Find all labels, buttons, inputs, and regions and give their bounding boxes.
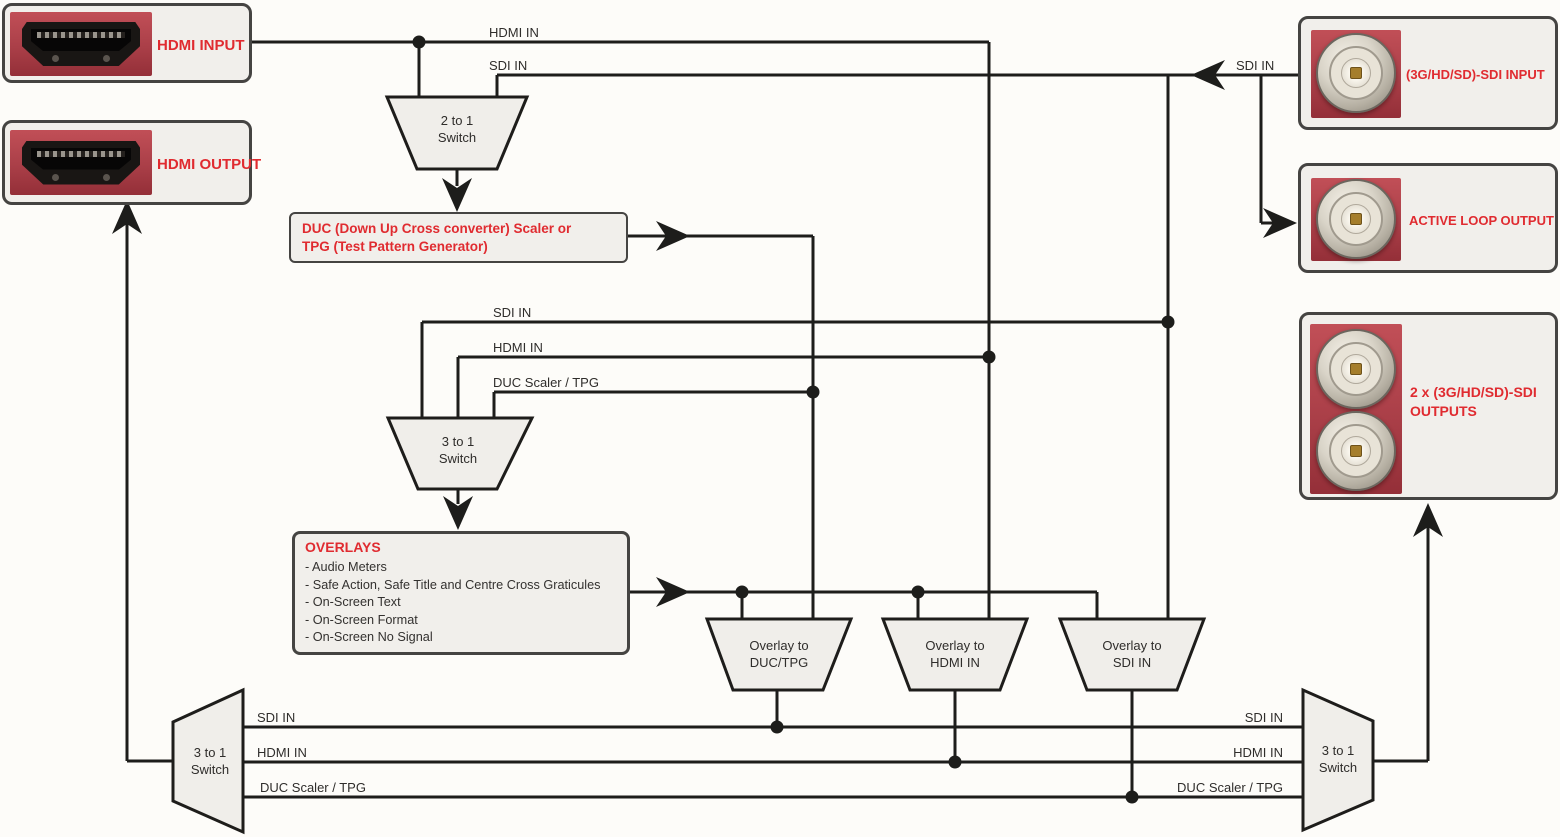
switch-3to1-right-shape xyxy=(1301,687,1375,833)
wire-label-right-sdi-in: SDI IN xyxy=(1236,58,1275,73)
overlays-item-list: - Audio Meters - Safe Action, Safe Title… xyxy=(305,559,600,647)
sdi-outputs-photo xyxy=(1310,324,1402,494)
duc-tpg-block: DUC (Down Up Cross converter) Scaler or … xyxy=(289,212,628,263)
wire-duc-output xyxy=(628,221,820,619)
arrowhead-overlay-out xyxy=(656,577,690,607)
sdi-outputs-label: 2 x (3G/HD/SD)-SDI OUTPUTS xyxy=(1410,384,1537,419)
wire-label-mid-sdi-in: SDI IN xyxy=(493,305,532,320)
bnc-connector-icon xyxy=(1316,329,1396,409)
arrowhead-into-active-loop xyxy=(1263,208,1297,238)
overlays-item: - On-Screen Format xyxy=(305,612,418,627)
active-loop-photo xyxy=(1311,178,1401,261)
wire-label-top-sdi-in: SDI IN xyxy=(489,58,528,73)
wire-overlay-bus xyxy=(630,577,1099,619)
hdmi-port-icon xyxy=(22,140,140,185)
bnc-connector-icon xyxy=(1316,411,1396,491)
sdi-outputs-panel: 2 x (3G/HD/SD)-SDI OUTPUTS xyxy=(1299,312,1558,500)
wire-label-mid-hdmi-in: HDMI IN xyxy=(493,340,543,355)
wire-to-sdi-outputs xyxy=(1373,503,1443,763)
wire-label-bottom-right-sdi-in: SDI IN xyxy=(1244,710,1283,725)
hdmi-output-panel: HDMI OUTPUT xyxy=(2,120,261,205)
hdmi-input-label: HDMI INPUT xyxy=(157,37,245,54)
overlays-item: - On-Screen No Signal xyxy=(305,630,433,645)
wire-3to1-to-overlays xyxy=(443,489,473,530)
duc-tpg-label: DUC (Down Up Cross converter) Scaler or … xyxy=(302,221,572,254)
hdmi-output-label: HDMI OUTPUT xyxy=(157,156,262,173)
wire-hdmi-in-top xyxy=(252,35,996,619)
arrowhead-into-duc xyxy=(442,178,472,212)
overlays-title: OVERLAYS xyxy=(305,539,381,555)
wire-label-bottom-right-hdmi-in: HDMI IN xyxy=(1233,745,1283,760)
wire-mid-duc xyxy=(492,390,813,418)
hdmi-input-panel: HDMI INPUT xyxy=(2,3,252,83)
sdi-input-photo xyxy=(1311,30,1401,118)
overlay-to-duc-shape xyxy=(704,617,854,692)
wire-overlay-outputs xyxy=(770,690,1139,804)
arrowhead-into-overlays xyxy=(443,496,473,530)
overlays-item: - Safe Action, Safe Title and Centre Cro… xyxy=(305,577,601,592)
hdmi-input-photo xyxy=(10,12,152,76)
wire-label-bottom-left-sdi-in: SDI IN xyxy=(257,710,296,725)
bnc-connector-icon xyxy=(1316,33,1396,113)
active-loop-output-label: ACTIVE LOOP OUTPUT xyxy=(1409,213,1554,228)
active-loop-output-panel: ACTIVE LOOP OUTPUT xyxy=(1298,163,1558,273)
wire-mid-hdmi-in xyxy=(456,355,989,418)
wire-active-loop xyxy=(1259,75,1297,238)
sdi-input-panel: (3G/HD/SD)-SDI INPUT xyxy=(1298,16,1558,130)
hdmi-output-photo xyxy=(10,130,152,195)
wire-2to1-to-duc xyxy=(442,169,472,212)
wire-label-bottom-right-duc: DUC Scaler / TPG xyxy=(1177,780,1283,795)
bnc-connector-icon xyxy=(1316,179,1396,259)
wire-label-bottom-left-hdmi-in: HDMI IN xyxy=(257,745,307,760)
overlays-block: OVERLAYS - Audio Meters - Safe Action, S… xyxy=(292,531,630,655)
wire-mid-sdi-in xyxy=(420,320,1168,418)
wire-label-mid-duc: DUC Scaler / TPG xyxy=(493,375,599,390)
arrowhead-left-sdi-in xyxy=(1191,60,1225,90)
switch-3to1-mid-shape xyxy=(385,416,535,491)
wire-label-bottom-left-duc: DUC Scaler / TPG xyxy=(260,780,366,795)
sdi-input-label: (3G/HD/SD)-SDI INPUT xyxy=(1406,67,1545,82)
overlays-item: - Audio Meters xyxy=(305,560,387,574)
switch-2to1-shape xyxy=(384,95,530,171)
arrowhead-duc-out xyxy=(656,221,690,251)
arrowhead-into-hdmi-output xyxy=(112,200,142,234)
switch-3to1-left-shape xyxy=(171,687,245,835)
overlays-item: - On-Screen Text xyxy=(305,595,401,610)
hdmi-port-icon xyxy=(22,22,140,66)
overlay-to-hdmi-shape xyxy=(880,617,1030,692)
arrowhead-into-sdi-outputs xyxy=(1413,503,1443,537)
wire-sdi-in-top xyxy=(495,60,1298,619)
overlay-to-sdi-shape xyxy=(1057,617,1207,692)
wire-to-hdmi-output xyxy=(112,200,173,763)
wire-label-top-hdmi-in: HDMI IN xyxy=(489,25,539,40)
